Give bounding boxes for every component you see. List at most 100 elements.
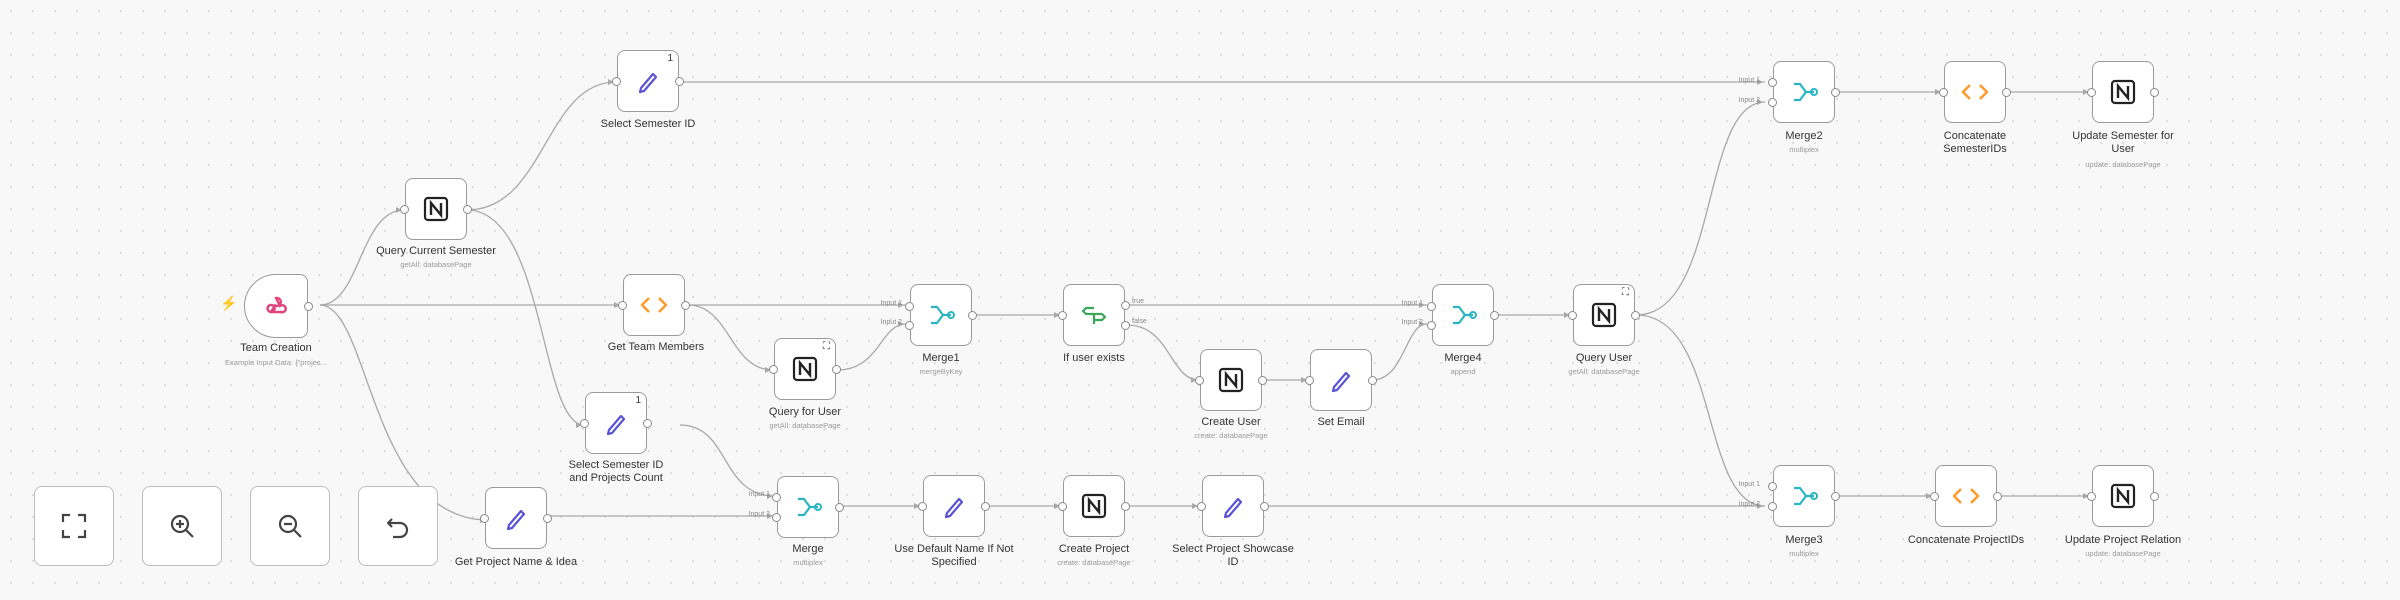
node-subtitle: update: databasePage [2085, 160, 2161, 169]
node-team-creation[interactable] [244, 274, 313, 338]
output-port[interactable] [463, 205, 472, 214]
node-label: If user exists [1063, 352, 1125, 364]
node-select-project-showcase-id[interactable] [1197, 475, 1269, 537]
pencil-icon [1203, 476, 1263, 536]
output-port[interactable] [2150, 492, 2159, 501]
input-label: Input 2 [880, 319, 902, 326]
node-label: Query User [1575, 352, 1633, 364]
node-label: Create User [1201, 416, 1261, 428]
input-port[interactable] [769, 365, 778, 374]
node-create-project[interactable] [1058, 475, 1130, 537]
output-port[interactable] [543, 514, 552, 523]
node-query-user[interactable]: ⛶ [1568, 284, 1640, 346]
node-merge[interactable] [772, 476, 844, 538]
input-port[interactable] [772, 513, 781, 522]
input-port[interactable] [580, 419, 589, 428]
undo-button[interactable] [358, 486, 438, 566]
input-port[interactable] [905, 302, 914, 311]
fit-view-button[interactable] [34, 486, 114, 566]
output-label: true [1132, 298, 1145, 305]
pinned-count-badge: 1 [667, 53, 673, 64]
node-if-user-exists[interactable] [1058, 284, 1130, 346]
input-port[interactable] [2087, 88, 2096, 97]
node-label: Select Semester ID [600, 118, 696, 130]
node-use-default-name[interactable] [918, 475, 990, 537]
output-port[interactable] [1121, 502, 1130, 511]
output-port[interactable] [981, 502, 990, 511]
input-port[interactable] [1058, 502, 1067, 511]
node-create-user[interactable] [1195, 349, 1267, 411]
pencil-icon [586, 393, 646, 453]
notion-icon [1201, 350, 1261, 410]
zoom-in-icon [170, 514, 194, 538]
input-port[interactable] [1930, 492, 1939, 501]
zoom-in-button[interactable] [142, 486, 222, 566]
output-port[interactable] [675, 77, 684, 86]
output-port[interactable] [1831, 88, 1840, 97]
pinned-count-badge: 1 [635, 395, 641, 406]
node-subtitle: create: databasePage [1194, 431, 1268, 440]
output-port[interactable] [968, 311, 977, 320]
output-port[interactable] [1258, 376, 1267, 385]
node-merge2[interactable] [1768, 61, 1840, 123]
input-port[interactable] [1568, 311, 1577, 320]
input-port[interactable] [1305, 376, 1314, 385]
input-port[interactable] [772, 493, 781, 502]
input-port[interactable] [1195, 376, 1204, 385]
node-get-project-name-idea[interactable] [480, 487, 552, 549]
output-port[interactable] [304, 302, 313, 311]
output-port-true[interactable] [1121, 301, 1130, 310]
node-label: Select Project Showcase ID [1172, 543, 1294, 568]
input-port[interactable] [1197, 502, 1206, 511]
if-icon [1064, 285, 1124, 345]
input-port[interactable] [612, 77, 621, 86]
input-port[interactable] [400, 205, 409, 214]
input-port[interactable] [2087, 492, 2096, 501]
node-select-semester-id[interactable]: 1 [612, 50, 684, 112]
node-merge1[interactable] [905, 284, 977, 346]
input-port[interactable] [1427, 321, 1436, 330]
output-port[interactable] [2002, 88, 2011, 97]
output-port[interactable] [643, 419, 652, 428]
node-get-team-members[interactable] [618, 274, 690, 336]
input-port[interactable] [1768, 482, 1777, 491]
node-select-semester-id-projects-count[interactable]: 1 [580, 392, 652, 454]
input-port[interactable] [1058, 311, 1067, 320]
node-update-semester-for-user[interactable] [2087, 61, 2159, 123]
input-port[interactable] [480, 514, 489, 523]
input-port[interactable] [1768, 78, 1777, 87]
output-port[interactable] [1831, 492, 1840, 501]
node-merge3[interactable] [1768, 465, 1840, 527]
input-port[interactable] [918, 502, 927, 511]
merge-icon [1433, 285, 1493, 345]
input-port[interactable] [618, 301, 627, 310]
output-port[interactable] [1631, 311, 1640, 320]
node-merge4[interactable] [1427, 284, 1499, 346]
node-concatenate-semester-ids[interactable] [1939, 61, 2011, 123]
input-port[interactable] [1939, 88, 1948, 97]
node-query-for-user[interactable]: ⛶ [769, 338, 841, 400]
zoom-out-button[interactable] [250, 486, 330, 566]
input-port[interactable] [1427, 302, 1436, 311]
node-query-current-semester[interactable] [400, 178, 472, 240]
output-port[interactable] [1993, 492, 2002, 501]
input-port[interactable] [905, 321, 914, 330]
input-port[interactable] [1768, 502, 1777, 511]
input-port[interactable] [1768, 98, 1777, 107]
output-port[interactable] [1260, 502, 1269, 511]
output-port[interactable] [832, 365, 841, 374]
output-port[interactable] [681, 301, 690, 310]
node-label: Get Team Members [607, 341, 705, 353]
merge-icon [1774, 466, 1834, 526]
output-port-false[interactable] [1121, 321, 1130, 330]
output-port[interactable] [1368, 376, 1377, 385]
node-subtitle: update: databasePage [2085, 549, 2161, 558]
output-port[interactable] [835, 503, 844, 512]
output-port[interactable] [2150, 88, 2159, 97]
node-subtitle: create: databasePage [1057, 558, 1131, 567]
notion-icon [2093, 62, 2153, 122]
node-concatenate-project-ids[interactable] [1930, 465, 2002, 527]
node-update-project-relation[interactable] [2087, 465, 2159, 527]
node-set-email[interactable] [1305, 349, 1377, 411]
output-port[interactable] [1490, 311, 1499, 320]
